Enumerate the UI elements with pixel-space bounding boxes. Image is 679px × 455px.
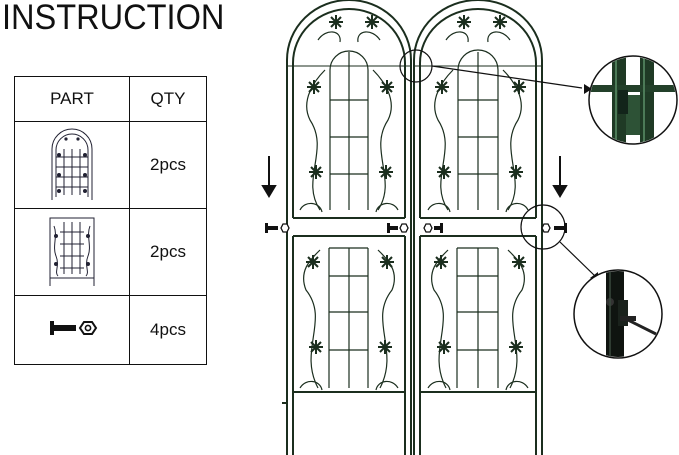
- down-arrow-icon: [552, 156, 568, 198]
- qty-cell: 2pcs: [129, 208, 207, 296]
- down-arrow-icon: [261, 156, 277, 198]
- right-trellis: [413, 0, 543, 455]
- part-cell: [14, 295, 130, 365]
- part-cell: [14, 121, 130, 209]
- qty-cell: 4pcs: [129, 295, 207, 365]
- table-header-row: PART QTY: [14, 76, 207, 122]
- table-row: 4pcs: [14, 295, 207, 365]
- joint-bolts: [265, 223, 567, 233]
- page-title: INSTRUCTION: [2, 0, 225, 37]
- table-row: 2pcs: [14, 121, 207, 209]
- parts-table: PART QTY 2pcs: [14, 76, 207, 365]
- header-part: PART: [14, 76, 130, 122]
- left-trellis: [282, 0, 412, 455]
- joint-highlight-side: [520, 204, 566, 250]
- header-qty: QTY: [129, 76, 207, 122]
- joint-sleeve-closeup-icon: [588, 55, 678, 145]
- arched-trellis-panel-icon: [51, 128, 93, 200]
- qty-cell: 2pcs: [129, 121, 207, 209]
- bolt-joint-closeup-icon: [573, 269, 663, 359]
- rectangular-trellis-panel-icon: [49, 217, 95, 286]
- bolt-and-nut-icon: [50, 320, 98, 335]
